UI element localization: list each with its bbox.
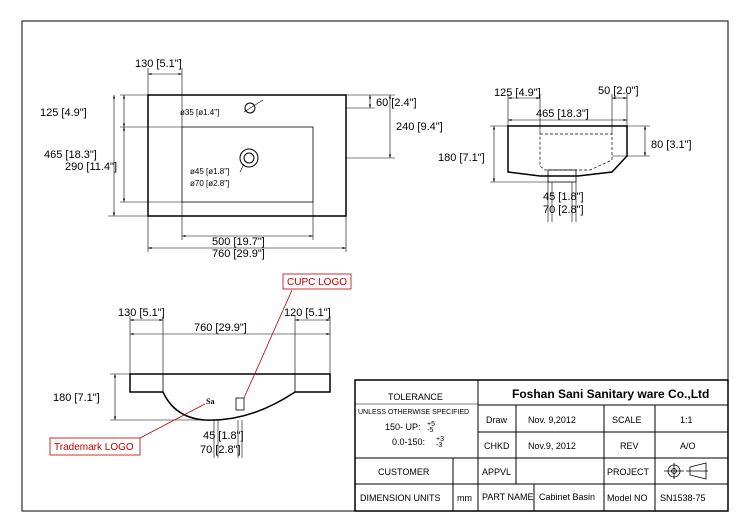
side-view-outline (507, 125, 628, 177)
tolerance-plus-1: +5 (427, 421, 435, 428)
dimension-units-label: DIMENSION UNITS (360, 493, 441, 503)
top-view (108, 68, 395, 252)
tolerance-title: TOLERANCE (388, 392, 443, 402)
trademark-label-box (49, 437, 141, 456)
side-dim-45: 45 [1.8"] (543, 191, 584, 203)
title-block-text: TOLERANCE UNLESS OTHERWISE SPECIFIED 150… (358, 387, 709, 503)
dim-faucet-hole: ø35 [ø1.4"] (180, 108, 219, 117)
title-block-frame (354, 379, 729, 512)
model-no-value: SN1538-75 (660, 493, 706, 503)
scale-value: 1:1 (680, 415, 693, 425)
trademark-logo-mark: Sa (206, 397, 214, 406)
chkd-date: Nov.9, 2012 (528, 441, 576, 451)
front-dim-70: 70 [2.8"] (200, 444, 241, 456)
top-view-basin (181, 126, 314, 203)
dim-drain-outer: ø70 [ø2.8"] (190, 179, 229, 188)
cupc-label-box (282, 273, 352, 290)
company-name: Foshan Sani Sanitary ware Co.,Ltd (512, 387, 709, 401)
side-view (490, 94, 650, 222)
draw-date: Nov. 9,2012 (528, 415, 576, 425)
draw-label: Draw (486, 415, 508, 425)
trademark-leader (139, 403, 206, 439)
front-dim-45: 45 [1.8"] (203, 430, 244, 442)
dim-drain-inner: ø45 [ø1.8"] (190, 167, 229, 176)
dim-240: 240 [9.4"] (396, 121, 443, 133)
project-label: PROJECT (607, 467, 650, 477)
front-dim-760: 760 [29.9"] (194, 322, 247, 334)
front-dim-180: 180 [7.1"] (53, 392, 100, 404)
part-name-value: Cabinet Basin (539, 492, 595, 502)
projection-symbol-icon (664, 462, 708, 480)
front-view (110, 316, 331, 458)
side-dim-180: 180 [7.1"] (438, 152, 485, 164)
dim-500: 500 [19.7"] (212, 236, 265, 248)
dimension-units-value: mm (457, 493, 472, 503)
side-dim-125: 125 [4.9"] (494, 87, 541, 99)
top-view-dims: 130 [5.1"] 125 [4.9"] 60 [2.4"] 240 [9.4… (40, 58, 443, 260)
drain-outer (239, 148, 259, 168)
side-dim-80: 80 [3.1"] (651, 139, 692, 151)
cupc-logo-label: CUPC LOGO (287, 277, 347, 288)
dim-290: 290 [11.4"] (65, 161, 117, 173)
dim-60: 60 [2.4"] (376, 97, 417, 109)
customer-label: CUSTOMER (378, 467, 430, 477)
rev-label: REV (620, 441, 639, 451)
cupc-logo-mark (235, 397, 245, 411)
dim-125: 125 [4.9"] (40, 107, 87, 119)
top-view-outline (147, 94, 347, 217)
front-view-dims: 130 [5.1"] 120 [5.1"] 760 [29.9"] 180 [7… (53, 277, 347, 456)
tolerance-range-2: 0.0-150: (392, 437, 425, 447)
side-dim-70: 70 [2.8"] (543, 204, 584, 216)
tolerance-range-1: 150- UP: (385, 422, 421, 432)
trademark-logo-label: Trademark LOGO (54, 442, 134, 453)
front-dim-120: 120 [5.1"] (284, 307, 331, 319)
appvl-label: APPVL (482, 467, 511, 477)
front-dim-130: 130 [5.1"] (118, 307, 165, 319)
dim-760: 760 [29.9"] (212, 248, 265, 260)
cupc-leader (243, 289, 293, 399)
rev-value: A/O (680, 441, 696, 451)
side-view-dims: 125 [4.9"] 50 [2.0"] 465 [18.3"] 180 [7.… (438, 85, 692, 216)
title-block (354, 379, 729, 512)
dim-130: 130 [5.1"] (135, 58, 182, 70)
chkd-label: CHKD (484, 441, 510, 451)
model-no-label: Model NO (607, 493, 648, 503)
scale-label: SCALE (612, 415, 642, 425)
side-dim-50: 50 [2.0"] (598, 85, 639, 97)
side-dim-465: 465 [18.3"] (536, 108, 589, 120)
tolerance-minus-1: -5 (427, 427, 433, 434)
tolerance-minus-2: -3 (436, 442, 442, 449)
drain-inner (243, 152, 255, 164)
faucet-hole (244, 102, 256, 114)
side-view-drain (547, 169, 577, 183)
side-view-basin (539, 133, 613, 171)
dim-465: 465 [18.3"] (44, 149, 97, 161)
tolerance-plus-2: +3 (436, 436, 444, 443)
front-view-outline (129, 373, 331, 421)
part-name-label: PART NAME (482, 492, 534, 502)
unless-text: UNLESS OTHERWISE SPECIFIED (358, 409, 469, 416)
